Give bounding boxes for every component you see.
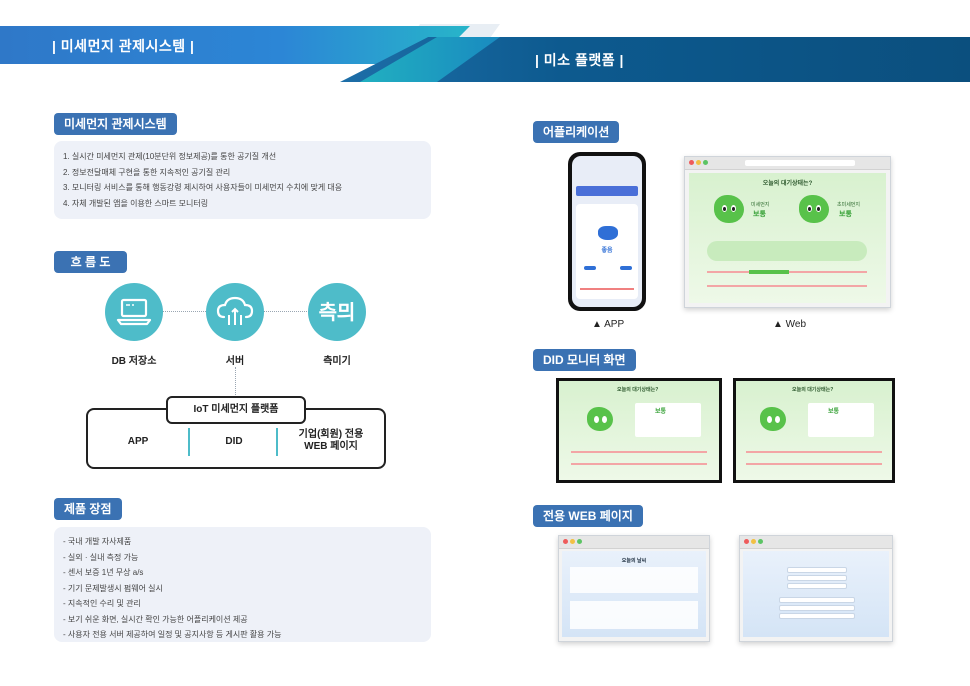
flow-connector [162, 311, 214, 312]
section-label-flow: 흐 름 도 [54, 251, 127, 273]
platform-item-app: APP [127, 436, 149, 447]
web-heading: 오늘의 대기상태는? [762, 181, 813, 187]
web-status-pm10: 보통 [753, 211, 766, 218]
web-screenshot: 오늘의 대기상태는? 미세먼지 보통 초미세먼지 보통 [684, 156, 891, 308]
air-mascot [799, 195, 829, 223]
feature-item: - 국내 개발 자사제품 [63, 537, 132, 546]
page-title-left: | 미세먼지 관제시스템 | [52, 38, 195, 54]
feature-item: - 지속적인 수리 및 관리 [63, 599, 141, 608]
features-box: - 국내 개발 자사제품 - 실외 · 실내 측정 가능 - 센서 보증 1년 … [54, 527, 431, 642]
db-caption: DB 저장소 [111, 356, 157, 367]
web-page-board [739, 535, 893, 642]
platform-divider [276, 428, 278, 456]
web-stats-row [707, 241, 867, 261]
overview-item: 2. 정보전달매체 구현을 통한 지속적인 공기질 관리 [63, 167, 231, 177]
chukmigi-logo: 측믜 [319, 300, 356, 324]
phone-status: 좋음 [601, 248, 613, 254]
web-caption: ▲ Web [773, 319, 807, 330]
air-mascot [760, 407, 786, 431]
platform-box [86, 408, 386, 469]
server-node [206, 283, 264, 341]
web-status-pm25: 보통 [839, 211, 852, 218]
phone-card: 좋음 [576, 204, 638, 299]
section-label-webpage: 전용 WEB 페이지 [533, 505, 643, 527]
did-status: 보통 [655, 409, 667, 415]
air-mascot [714, 195, 744, 223]
did-status: 보통 [828, 409, 840, 415]
cloud-upload-icon [216, 296, 254, 325]
overview-item: 4. 자체 개발된 앱을 이용한 스마트 모니터링 [63, 198, 209, 208]
air-mascot [587, 407, 613, 431]
platform-title: IoT 미세먼지 플랫폼 [166, 396, 306, 424]
page-title-right: | 미소 플랫폼 | [535, 52, 624, 68]
feature-item: - 실외 · 실내 측정 가능 [63, 552, 139, 562]
web-label-pm10: 미세먼지 [751, 202, 770, 208]
flow-connector [263, 311, 311, 312]
did-monitor: 오늘의 대기상태는? 보통 [556, 378, 722, 483]
did-heading: 오늘의 대기상태는? [617, 387, 659, 393]
app-caption: ▲ APP [592, 319, 625, 330]
overview-item: 3. 모니터링 서비스를 통해 행동강령 제시하여 사용자들이 미세먼지 수치에… [63, 183, 343, 192]
flow-connector [235, 367, 236, 397]
overview-item: 1. 실시간 미세먼지 관제(10분단위 정보제공)를 통한 공기질 개선 [63, 152, 277, 161]
platform-item-did: DID [225, 436, 243, 447]
db-node [105, 283, 163, 341]
svg-text:측믜: 측믜 [319, 300, 356, 324]
did-monitor: 오늘의 대기상태는? 보통 [733, 378, 895, 483]
phone-banner [576, 186, 638, 196]
feature-item: - 사용자 전용 서버 제공하여 일정 및 공지사항 등 게시판 활용 가능 [63, 630, 282, 639]
device-caption: 측미기 [323, 356, 351, 367]
device-node: 측믜 [308, 283, 366, 341]
platform-item-web: 기업(회원) 전용 WEB 페이지 [298, 429, 364, 452]
section-label-application: 어플리케이션 [533, 121, 620, 143]
section-label-features: 제품 장점 [54, 498, 122, 520]
web-page-weather: 오늘의 날씨 [558, 535, 710, 642]
phone-screenshot: 좋음 [568, 152, 646, 311]
section-label-did: DID 모니터 화면 [533, 349, 636, 371]
web-label-pm25: 초미세먼지 [837, 202, 861, 208]
feature-item: - 보기 쉬운 화면, 실시간 확인 가능한 어플리케이션 제공 [63, 614, 248, 624]
did-heading: 오늘의 대기상태는? [792, 387, 834, 393]
platform-divider [188, 428, 190, 456]
laptop-icon [116, 298, 152, 326]
weather-title: 오늘의 날씨 [621, 558, 647, 564]
server-caption: 서버 [225, 356, 245, 367]
overview-box: 1. 실시간 미세먼지 관제(10분단위 정보제공)를 통한 공기질 개선 2.… [54, 141, 431, 219]
face-icon [598, 226, 618, 240]
feature-item: - 기기 문제발생시 펌웨어 실시 [63, 583, 163, 593]
section-label-overview: 미세먼지 관제시스템 [54, 113, 177, 135]
feature-item: - 센서 보증 1년 무상 a/s [63, 568, 144, 577]
